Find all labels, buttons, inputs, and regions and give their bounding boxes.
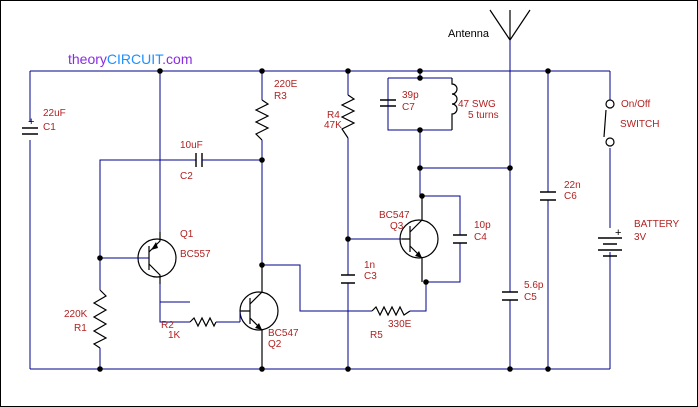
- q3-ref: Q3: [390, 221, 404, 232]
- c1-polarity: +: [28, 116, 34, 128]
- c2-ref: C2: [180, 171, 193, 182]
- junction-dots: [97, 68, 551, 372]
- q2-part: BC547: [268, 328, 299, 339]
- c1-value: 22uF: [43, 108, 66, 119]
- c5-value: 5.6p: [524, 280, 544, 291]
- c3-ref: C3: [364, 271, 377, 282]
- switch-label: SWITCH: [620, 119, 659, 130]
- r1-ref: R1: [74, 323, 87, 334]
- tank-coil: [451, 78, 458, 130]
- capacitor-c6: [540, 191, 556, 201]
- battery-value: 3V: [634, 232, 647, 243]
- c6-value: 22n: [564, 180, 581, 191]
- battery-polarity: +: [615, 227, 621, 239]
- q1-emitter-arrow: [151, 242, 158, 250]
- on-off-switch: [603, 99, 615, 147]
- c4-wire: [422, 195, 461, 283]
- modulator-output-wire: [262, 264, 427, 312]
- c5-ref: C5: [524, 292, 537, 303]
- c7-value: 39p: [402, 90, 419, 101]
- capacitor-c3: [341, 274, 355, 284]
- feedback-wire: [99, 159, 196, 258]
- tank-frame-wire: [387, 71, 452, 168]
- r2-value: 1K: [168, 330, 181, 341]
- q1-ref: Q1: [180, 229, 194, 240]
- capacitor-c4: [453, 234, 467, 244]
- q3-leads: [402, 196, 423, 282]
- capacitor-c2: [195, 153, 203, 167]
- q2-emitter-arrow: [255, 323, 262, 330]
- c6-ref: C6: [564, 191, 577, 202]
- resistor-r4: [340, 94, 356, 139]
- q2-ref: Q2: [268, 339, 282, 350]
- r4-ref: R4: [327, 110, 340, 121]
- resistor-r1: [92, 289, 108, 349]
- c4-value: 10p: [474, 220, 491, 231]
- q1-collector-wire: [159, 284, 240, 323]
- c2-value: 10uF: [180, 140, 203, 151]
- battery-label: BATTERY: [634, 219, 680, 230]
- c3-value: 1n: [364, 260, 375, 271]
- resistor-r5: [371, 305, 411, 317]
- r4-value: 47K: [324, 120, 342, 131]
- antenna-symbol: [489, 9, 531, 42]
- r5-ref: R5: [370, 330, 383, 341]
- coil-turns: 5 turns: [468, 110, 499, 121]
- resistor-r2: [189, 316, 217, 328]
- r3-value: 220E: [274, 79, 298, 90]
- r2-link-wire: [159, 302, 190, 323]
- resistor-r3: [254, 99, 270, 141]
- battery-symbol: [598, 237, 622, 257]
- r1-value: 220K: [64, 309, 88, 320]
- site-watermark: theoryCIRCUIT.com: [68, 51, 193, 67]
- capacitor-c5: [502, 291, 518, 301]
- q1-part: BC557: [180, 249, 211, 260]
- transistor-q3: [399, 219, 439, 259]
- switch-label-onoff: On/Off: [621, 99, 650, 110]
- r5-value: 330E: [388, 319, 412, 330]
- coil-value: 47 SWG: [458, 99, 496, 110]
- c7-ref: C7: [402, 102, 415, 113]
- r2-ref: R2: [161, 320, 174, 331]
- c4-ref: C4: [474, 232, 487, 243]
- q2-leads: [240, 265, 263, 369]
- r3-ref: R3: [274, 91, 287, 102]
- capacitor-c1: [22, 127, 38, 135]
- q3-emitter-arrow: [415, 251, 422, 258]
- c1-ref: C1: [43, 122, 56, 133]
- antenna-label: Antenna: [448, 28, 490, 40]
- q3-part: BC547: [379, 210, 410, 221]
